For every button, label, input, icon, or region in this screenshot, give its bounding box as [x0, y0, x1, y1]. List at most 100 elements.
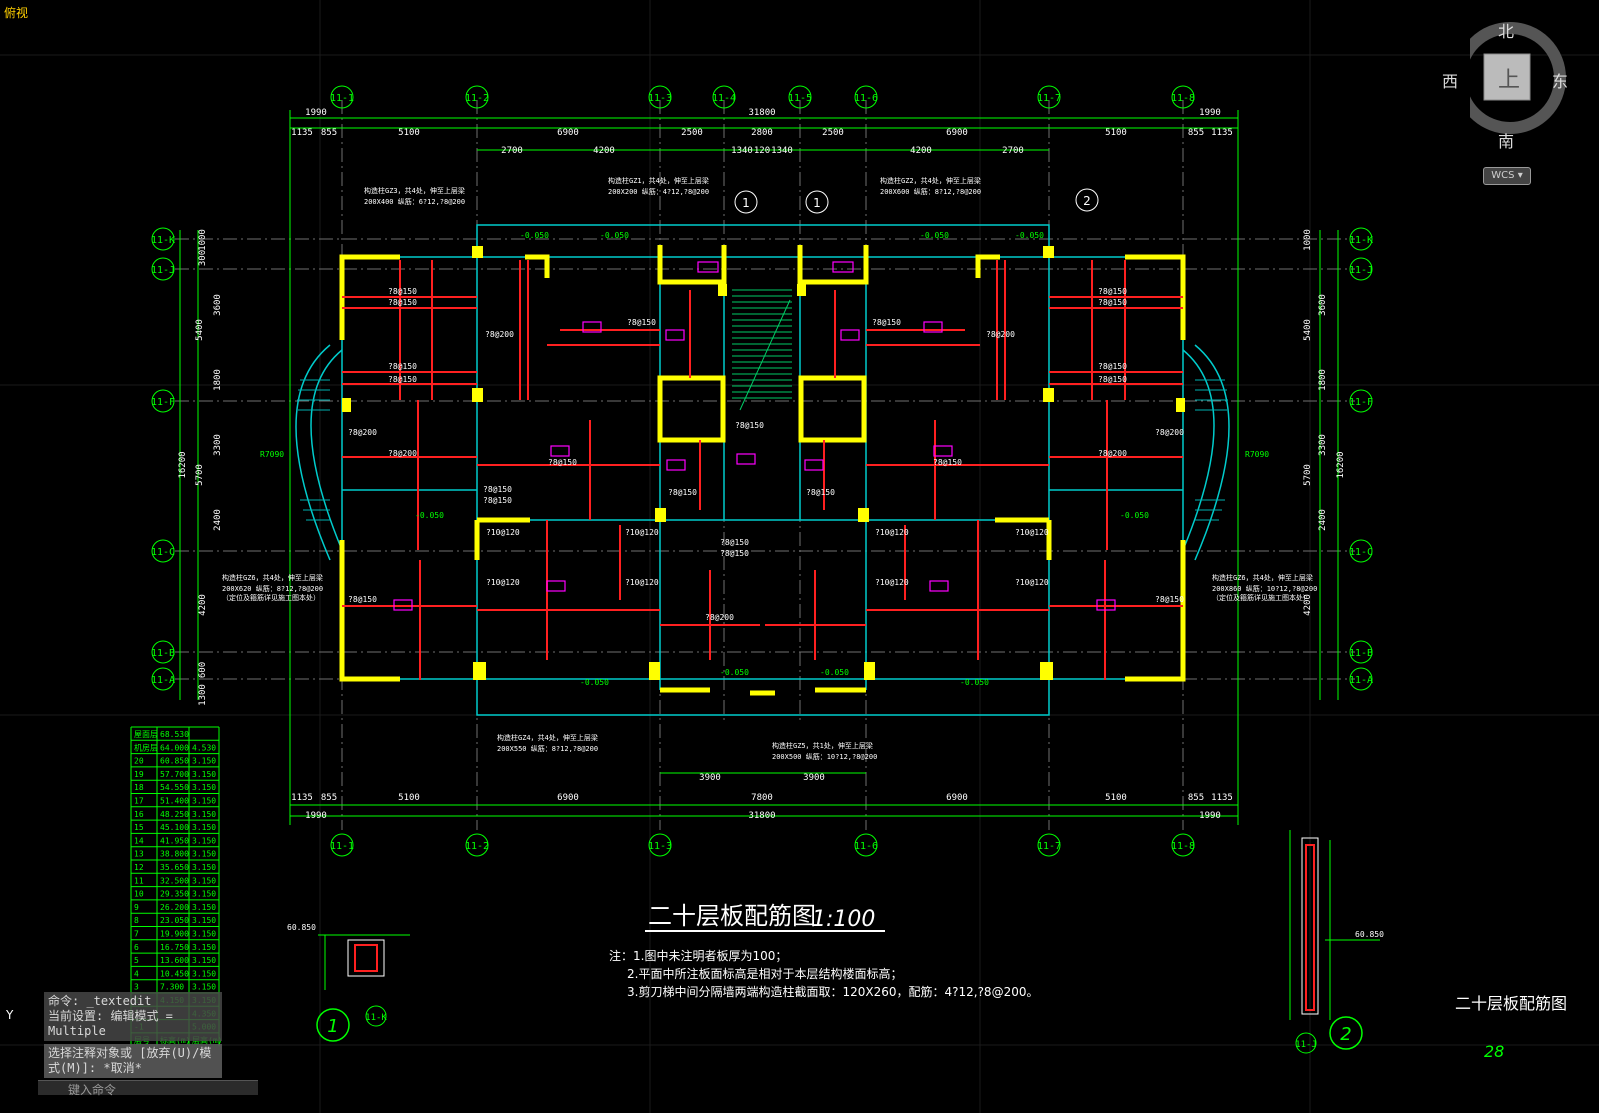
svg-text:?8@150: ?8@150 [1098, 375, 1127, 384]
section-detail-1: 60.850 1 11-K [287, 923, 410, 1042]
axis-label: 11-K [151, 235, 175, 246]
table-cell: 16.750 [160, 943, 189, 952]
svg-text:5100: 5100 [1105, 793, 1127, 803]
table-cell: 7 [134, 930, 139, 939]
table-cell: 23.050 [160, 916, 189, 925]
svg-text:3900: 3900 [699, 773, 721, 783]
table-cell: 12 [134, 863, 144, 872]
svg-text:?8@150: ?8@150 [388, 375, 417, 384]
svg-text:?8@150: ?8@150 [483, 485, 512, 494]
svg-text:1340: 1340 [771, 146, 793, 156]
view-label[interactable]: 俯视 [4, 6, 29, 20]
svg-text:1000: 1000 [198, 229, 208, 251]
viewcube-top-face[interactable]: 上 [1498, 68, 1521, 93]
svg-text:?8@150: ?8@150 [735, 421, 764, 430]
chevron-down-icon: ▾ [1517, 170, 1523, 181]
svg-text:-0.050: -0.050 [720, 668, 749, 677]
svg-text:构造柱GZ3，共4处，伸至上层梁: 构造柱GZ3，共4处，伸至上层梁 [364, 186, 465, 195]
svg-text:855: 855 [321, 793, 337, 803]
svg-text:（定位及箍筋详见施工图本处）: （定位及箍筋详见施工图本处） [222, 593, 320, 602]
table-cell: 3.150 [192, 930, 216, 939]
svg-text:1300: 1300 [198, 684, 208, 706]
compass-west[interactable]: 西 [1442, 72, 1459, 91]
top-axis-labels: 11-1 11-2 11-3 11-4 11-5 11-6 11-7 11-8 [330, 85, 1195, 109]
table-cell: 14 [134, 836, 144, 845]
svg-text:?10@120: ?10@120 [625, 578, 659, 587]
table-cell: 屋面层 [134, 730, 158, 739]
stair-hatch [732, 289, 792, 411]
axis-label: 11-8 [1171, 93, 1195, 104]
command-history-line: 命令: _textedit [48, 994, 152, 1008]
svg-text:5100: 5100 [1105, 128, 1127, 138]
svg-text:2: 2 [1083, 194, 1091, 208]
page-number: 28 [1484, 1042, 1505, 1061]
table-cell: 18 [134, 783, 144, 792]
svg-text:构造柱GZ6，共4处，伸至上层梁: 构造柱GZ6，共4处，伸至上层梁 [1212, 573, 1313, 582]
axis-label: 11-F [151, 397, 175, 408]
axis-label: 11-F [1349, 397, 1373, 408]
svg-text:31800: 31800 [748, 811, 775, 821]
table-cell: 64.000 [160, 743, 189, 752]
axis-label: 11-8 [1171, 841, 1195, 852]
wcs-menu-button[interactable]: WCS ▾ [1483, 167, 1531, 185]
svg-text:?8@150: ?8@150 [872, 318, 901, 327]
bottom-dimension-text: 3900 3900 1135 855 5100 6900 7800 6900 5… [291, 773, 1233, 821]
table-cell: 13 [134, 850, 144, 859]
bottom-axis-labels: 11-1 11-2 11-3 11-6 11-7 11-8 [330, 833, 1195, 857]
svg-text:2700: 2700 [1002, 146, 1024, 156]
svg-text:2800: 2800 [751, 128, 773, 138]
table-cell: 3.150 [192, 783, 216, 792]
svg-text:1990: 1990 [305, 108, 327, 118]
command-prompt-line: 选择注释对象或 [放弃(U)/模 [48, 1046, 212, 1060]
axis-label: 11-2 [465, 841, 489, 852]
svg-text:?8@150: ?8@150 [483, 496, 512, 505]
svg-text:200X400 纵筋：6?12,?8@200: 200X400 纵筋：6?12,?8@200 [364, 197, 465, 206]
svg-text:2: 2 [1340, 1024, 1351, 1045]
table-cell: 15 [134, 823, 144, 832]
compass-south[interactable]: 南 [1498, 132, 1515, 151]
axis-label: 11-3 [648, 841, 672, 852]
svg-text:?8@200: ?8@200 [1155, 428, 1184, 437]
axis-label: 11-4 [712, 93, 736, 104]
table-cell: 4 [134, 969, 139, 978]
axis-label: 11-3 [648, 93, 672, 104]
svg-text:4200: 4200 [1303, 594, 1313, 616]
notes: 注：1.图中未注明者板厚为100； 2.平面中所注板面标高是相对于本层结构楼面标… [609, 948, 1038, 999]
svg-text:?8@150: ?8@150 [720, 549, 749, 558]
table-cell: 19.900 [160, 930, 189, 939]
table-cell: 57.700 [160, 770, 189, 779]
table-cell: 3.150 [192, 943, 216, 952]
table-cell: 3 [134, 983, 139, 992]
axis-grid-lines [175, 100, 1355, 830]
table-cell: 3.150 [192, 770, 216, 779]
sheet-title: 二十层板配筋图 [1455, 994, 1568, 1013]
axis-label: 11-5 [788, 93, 812, 104]
axis-label: 11-6 [854, 841, 878, 852]
svg-text:60.850: 60.850 [1355, 930, 1384, 939]
svg-text:?10@120: ?10@120 [875, 578, 909, 587]
section-marker-labels: 1 1 2 [742, 194, 1091, 210]
table-cell: 45.100 [160, 823, 189, 832]
axis-label: 11-7 [1037, 841, 1061, 852]
table-cell: 5 [134, 956, 139, 965]
compass-east[interactable]: 东 [1552, 72, 1569, 91]
svg-text:?8@200: ?8@200 [485, 330, 514, 339]
axis-label: 11-C [151, 547, 175, 558]
table-cell: 3.150 [192, 956, 216, 965]
command-input[interactable]: 键入命令 [38, 1080, 258, 1097]
svg-text:5700: 5700 [195, 464, 205, 486]
svg-text:4200: 4200 [198, 594, 208, 616]
compass-ring-icon[interactable] [1454, 18, 1590, 158]
svg-text:6900: 6900 [557, 128, 579, 138]
viewcube[interactable]: 北 南 西 东 上 [1442, 18, 1590, 158]
svg-text:?8@150: ?8@150 [548, 458, 577, 467]
svg-text:R7090: R7090 [1245, 450, 1269, 459]
svg-text:11-J: 11-J [1295, 1040, 1317, 1050]
compass-north[interactable]: 北 [1498, 22, 1515, 41]
table-cell: 20 [134, 757, 144, 766]
svg-text:3300: 3300 [1318, 434, 1328, 456]
command-prompt: 选择注释对象或 [放弃(U)/模 式(M)]: *取消* [44, 1044, 222, 1078]
table-cell: 17 [134, 797, 144, 806]
svg-text:855: 855 [1188, 128, 1204, 138]
